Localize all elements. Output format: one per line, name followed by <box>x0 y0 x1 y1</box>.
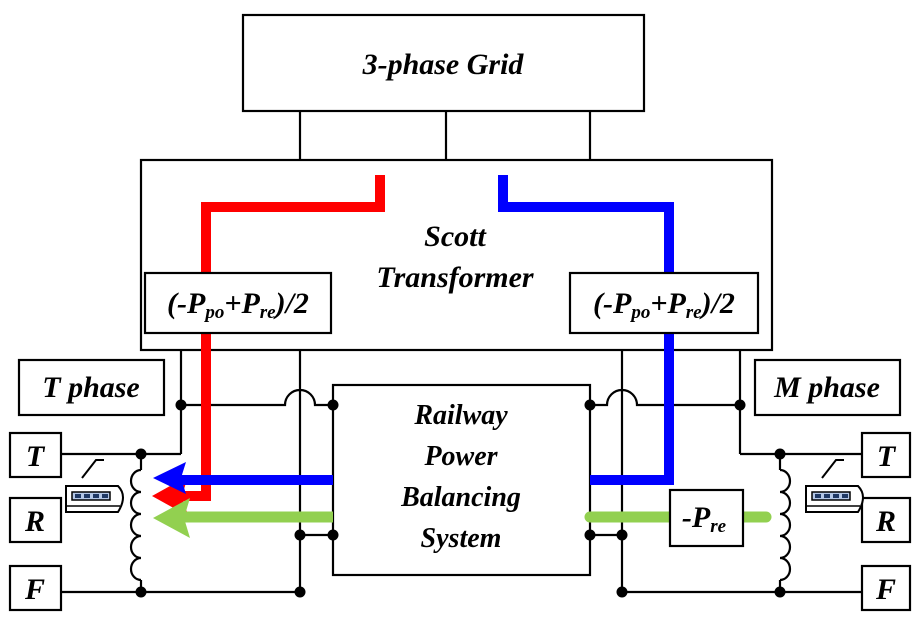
right-terminal-f: F <box>875 573 896 606</box>
left-terminal-r-box <box>8 496 63 544</box>
left-terminal-t-box <box>8 431 63 479</box>
scott-label-line1: Scott <box>424 220 487 253</box>
green-arrowhead <box>153 498 190 538</box>
right-terminal-t: T <box>877 440 897 473</box>
right-bus-with-crossover <box>590 388 740 407</box>
left-power-label: (-Ppo+Pre)/2 <box>167 287 309 323</box>
left-power-label-box <box>143 271 333 335</box>
grid-label: 3-phase Grid <box>362 48 525 81</box>
rpbs-label-line2: Power <box>423 441 498 472</box>
right-train-icon <box>805 459 864 513</box>
rpbs-label-line4: System <box>421 523 502 554</box>
green-power-label: -Pre <box>682 501 727 537</box>
m-phase-label: M phase <box>773 371 880 404</box>
right-terminal-r: R <box>875 505 896 538</box>
t-phase-label: T phase <box>42 371 140 404</box>
red-power-flow <box>178 175 385 501</box>
t-phase-label-box <box>17 358 166 417</box>
blue-power-flow <box>498 175 674 485</box>
grid-block <box>241 13 646 113</box>
right-terminal-r-box <box>860 496 912 544</box>
rpbs-label-line3: Balancing <box>400 482 521 513</box>
left-terminal-f: F <box>24 573 45 606</box>
rpbs-block <box>331 383 592 577</box>
blue-arrowhead <box>153 462 186 494</box>
left-train-icon <box>65 459 124 513</box>
left-bus-with-crossover <box>181 388 333 407</box>
scott-label-line2: Transformer <box>376 261 534 294</box>
m-phase-label-box <box>753 358 902 417</box>
right-terminal-t-box <box>860 431 912 479</box>
rpbs-label-line1: Railway <box>413 400 508 431</box>
green-power-label-box <box>668 488 745 548</box>
right-power-label: (-Ppo+Pre)/2 <box>593 287 735 323</box>
left-terminal-t: T <box>26 440 46 473</box>
right-coil <box>779 468 792 582</box>
right-terminal-f-box <box>860 564 912 612</box>
left-terminal-r: R <box>24 505 45 538</box>
junction-dots <box>135 399 786 598</box>
right-power-label-box <box>568 271 760 335</box>
left-terminal-f-box <box>8 564 63 612</box>
left-coil <box>129 468 142 582</box>
